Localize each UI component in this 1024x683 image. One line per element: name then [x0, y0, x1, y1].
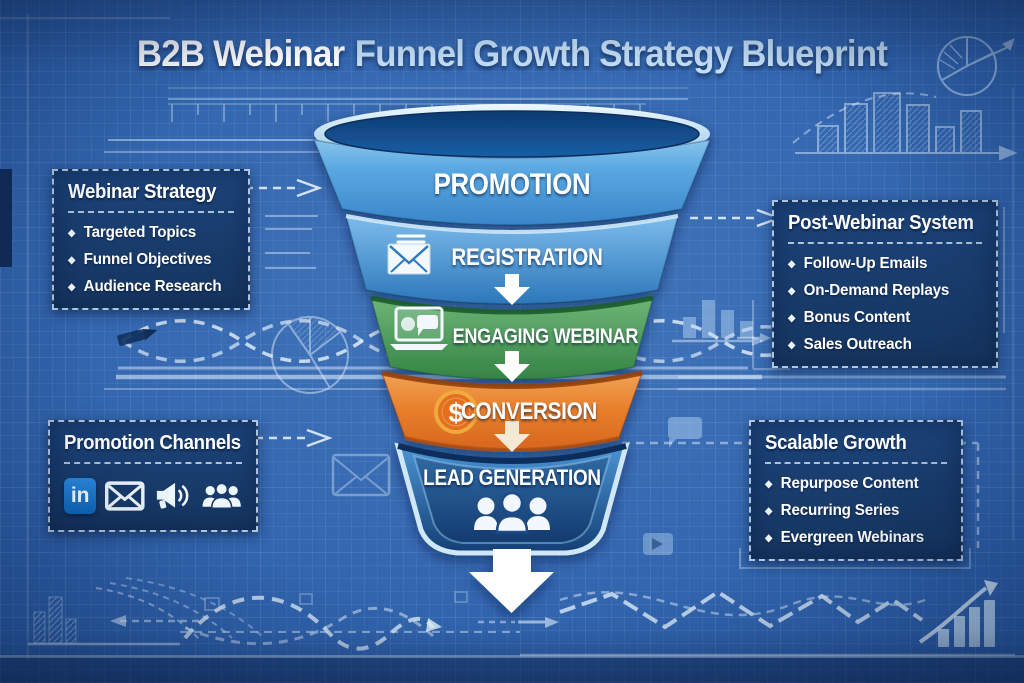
open-arrowhead: [296, 178, 323, 198]
item-label: Evergreen Webinars: [780, 529, 924, 546]
mini-bar-sketch: [683, 300, 753, 338]
stage-label-lead-generation: LEAD GENERATION: [423, 465, 601, 490]
stage-label-conversion: CONVERSION: [460, 398, 598, 425]
stage-label-engaging-webinar: ENGAGING WEBINAR: [452, 325, 639, 348]
panel-title: Post-Webinar System: [788, 212, 974, 234]
item-label: Audience Research: [83, 278, 222, 295]
dashed-divider: [68, 211, 234, 213]
list-item: Funnel Objectives: [68, 251, 226, 269]
down-arrow-icon: [494, 351, 530, 382]
audience-people-icon: [474, 491, 550, 534]
dashed-arc: [792, 92, 937, 144]
item-label: Sales Outreach: [803, 336, 912, 353]
diamond-bullet-icon: [788, 255, 804, 273]
list-item: Repurpose Content: [765, 475, 938, 493]
megaphone-icon: [156, 482, 189, 509]
diamond-bullet-icon: [765, 475, 781, 493]
list-item: Sales Outreach: [788, 336, 972, 354]
item-label: Funnel Objectives: [83, 251, 212, 268]
bottom-right-chart-sketch: [559, 580, 998, 647]
funnel-stage-registration: [344, 214, 680, 305]
bracket-lines: [739, 207, 1005, 569]
bottom-left-chart-sketch: [28, 577, 520, 646]
list-item: Targeted Topics: [68, 224, 226, 242]
dark-edge-bar: [0, 169, 12, 267]
panel-title: Promotion Channels: [64, 432, 241, 454]
panel-title: Webinar Strategy: [68, 181, 217, 203]
down-arrow-icon: [494, 421, 530, 452]
panel-promotion-channels: Promotion Channels in: [48, 420, 258, 532]
big-down-arrow-icon: [469, 549, 554, 613]
arrowhead: [760, 333, 771, 343]
panel-items: Targeted TopicsFunnel ObjectivesAudience…: [68, 224, 234, 296]
audience-icon: [202, 482, 241, 510]
diamond-bullet-icon: [68, 278, 84, 296]
speech-bubble-icon: [668, 417, 702, 448]
envelope-outline-sketch: [331, 453, 391, 497]
bar-chart-sketch: [795, 92, 1018, 161]
list-item: Recurring Series: [765, 502, 938, 520]
panel-webinar-strategy: Webinar Strategy Targeted TopicsFunnel O…: [52, 169, 250, 310]
panel-title: Scalable Growth: [765, 432, 907, 454]
diamond-bullet-icon: [788, 282, 804, 300]
webinar-laptop-icon: [390, 306, 448, 350]
panel-post-webinar-system: Post-Webinar System Follow-Up EmailsOn-D…: [772, 200, 998, 368]
envelope-letter-icon: [387, 234, 431, 275]
bottom-wave-sketch: [183, 595, 559, 651]
diamond-bullet-icon: [788, 309, 804, 327]
list-item: Evergreen Webinars: [765, 529, 938, 547]
email-icon: [105, 481, 145, 511]
list-item: On-Demand Replays: [788, 282, 972, 300]
item-label: On-Demand Replays: [803, 282, 950, 299]
down-arrow-icon: [494, 274, 530, 305]
diamond-bullet-icon: [765, 502, 781, 520]
dashed-divider: [64, 462, 242, 464]
pie-chart-sketch-left: [271, 315, 349, 394]
item-label: Bonus Content: [803, 309, 911, 326]
item-label: Targeted Topics: [83, 224, 196, 241]
text-lines-sketch: [265, 215, 318, 269]
panel-items: Repurpose ContentRecurring SeriesEvergre…: [765, 475, 947, 547]
item-label: Follow-Up Emails: [803, 255, 928, 272]
dollar-coin-icon: $: [434, 390, 478, 434]
stage-label-promotion: PROMOTION: [433, 168, 591, 201]
item-label: Recurring Series: [780, 502, 900, 519]
open-arrowhead: [306, 428, 333, 448]
diamond-bullet-icon: [765, 529, 781, 547]
diamond-bullet-icon: [68, 224, 84, 242]
title-prefix: B2B Webinar: [136, 33, 345, 74]
pie-chart-sketch: [937, 36, 1015, 96]
diamond-bullet-icon: [788, 336, 804, 354]
linkedin-icon: in: [64, 478, 97, 514]
funnel-stage-promotion: [312, 104, 712, 226]
item-label: Repurpose Content: [780, 475, 919, 492]
list-item: Bonus Content: [788, 309, 972, 327]
list-item: Follow-Up Emails: [788, 255, 972, 273]
diamond-bullet-icon: [68, 251, 84, 269]
panel-scalable-growth: Scalable Growth Repurpose ContentRecurri…: [749, 420, 963, 561]
pencil-icon: [117, 328, 158, 346]
title-highlight: Funnel Growth Strategy Blueprint: [354, 33, 888, 74]
list-item: Audience Research: [68, 278, 226, 296]
dashed-divider: [788, 242, 982, 244]
dollar-glyph: $: [448, 398, 463, 428]
channel-icons-row: in: [64, 476, 242, 516]
bottom-margin-strip: [0, 657, 1024, 683]
linkedin-label: in: [70, 484, 90, 507]
stage-label-registration: REGISTRATION: [451, 244, 603, 271]
panel-items: Follow-Up EmailsOn-Demand ReplaysBonus C…: [788, 255, 982, 354]
dashed-divider: [765, 462, 947, 464]
